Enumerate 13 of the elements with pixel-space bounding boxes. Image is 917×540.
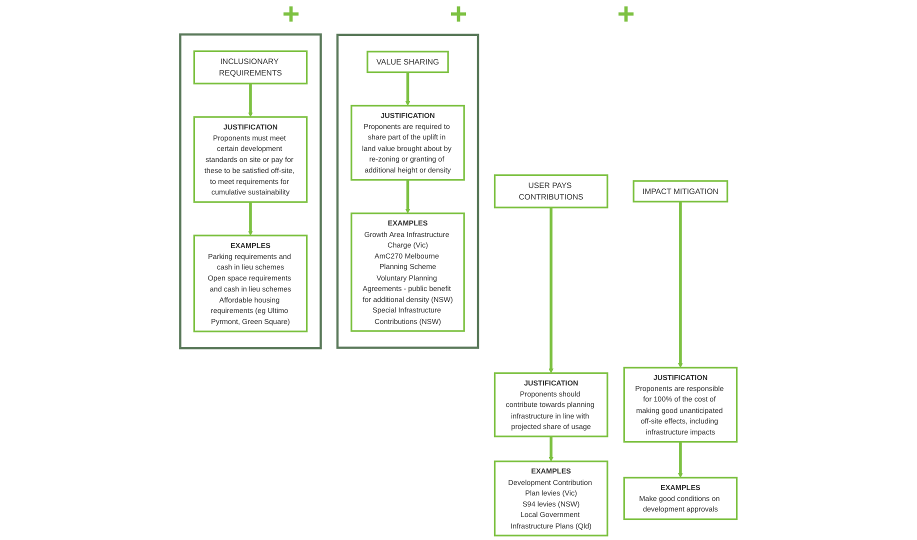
arrow [548, 436, 554, 462]
arrow [548, 207, 554, 374]
arrow [405, 180, 410, 214]
cluster [179, 33, 322, 350]
arrow [678, 442, 683, 478]
plus-sign: + [617, 0, 635, 30]
arrow [248, 202, 253, 236]
plus-sign: + [282, 0, 300, 30]
arrow [248, 84, 253, 118]
arrow [678, 202, 683, 368]
cluster [336, 34, 480, 349]
arrow [405, 72, 410, 106]
plus-sign: + [450, 0, 468, 30]
